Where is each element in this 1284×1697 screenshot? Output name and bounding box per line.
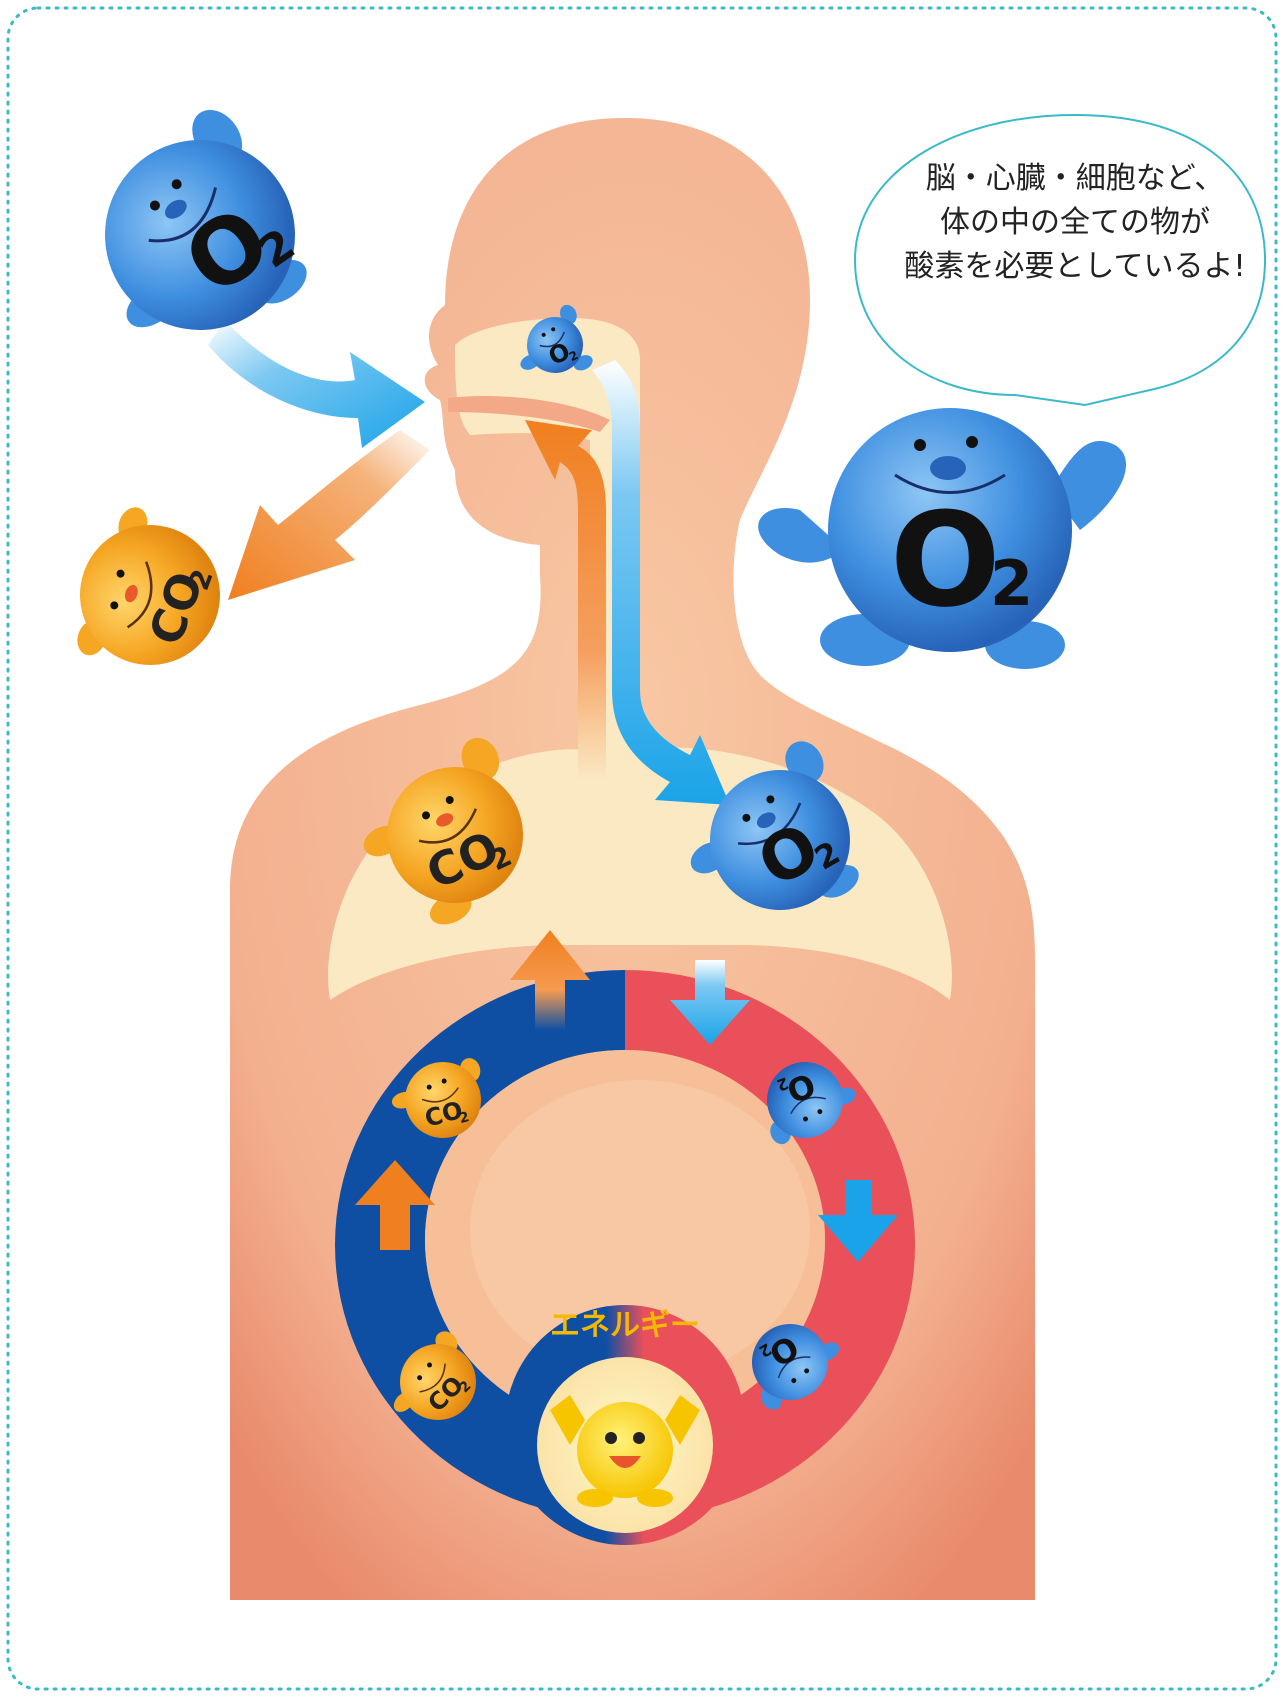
- o2-subscript: 2: [990, 547, 1033, 620]
- exhale-arrow: [228, 430, 430, 600]
- o2-character-top-left: O 2: [54, 99, 337, 382]
- bubble-line-1: 脳・心臓・細胞など、: [926, 161, 1225, 196]
- bubble-line-3: 酸素を必要としているよ!: [904, 249, 1245, 284]
- speech-bubble: 脳・心臓・細胞など、 体の中の全ての物が 酸素を必要としているよ!: [855, 115, 1265, 405]
- o2-symbol: O: [890, 484, 1001, 636]
- inhale-arrow: [208, 320, 425, 448]
- energy-label: エネルギー: [550, 1308, 700, 1343]
- bubble-line-2: 体の中の全ての物が: [940, 205, 1210, 240]
- o2-character-right: O 2: [758, 408, 1126, 669]
- co2-character-left: CO 2: [58, 498, 243, 692]
